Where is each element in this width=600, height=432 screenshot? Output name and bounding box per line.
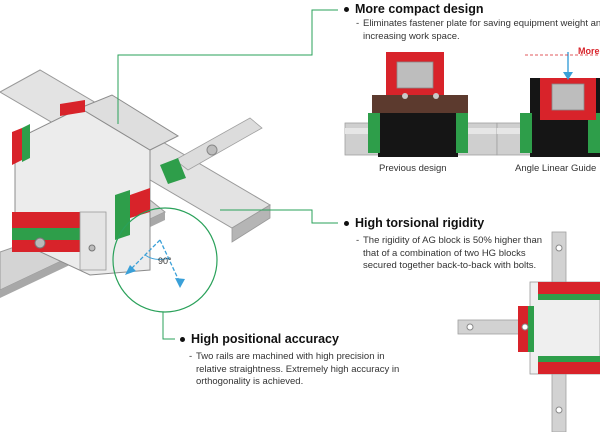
bullet-icon bbox=[344, 221, 349, 227]
caption-angle-guide: Angle Linear Guide bbox=[515, 163, 597, 174]
angle-90-label: 90° bbox=[158, 256, 172, 266]
bullet-icon bbox=[344, 7, 349, 13]
more-label: More bbox=[578, 46, 600, 56]
feature-title-compact: More compact design bbox=[344, 2, 484, 16]
dash-icon: - bbox=[356, 235, 360, 246]
feature-desc-compact: - Eliminates fastener plate for saving e… bbox=[356, 18, 600, 42]
angle-guide-image bbox=[496, 52, 600, 157]
feature-title-torsional: High torsional rigidity bbox=[344, 216, 484, 230]
feature-title-positional: High positional accuracy bbox=[180, 332, 339, 346]
torsional-rigidity-image bbox=[457, 231, 600, 432]
previous-design-image bbox=[344, 52, 498, 157]
dash-icon: - bbox=[189, 351, 193, 362]
caption-previous-design: Previous design bbox=[379, 163, 447, 174]
feature-desc-positional: - Two rails are machined with high preci… bbox=[189, 351, 400, 387]
feature-desc-torsional: - The rigidity of AG block is 50% higher… bbox=[356, 235, 543, 271]
dash-icon: - bbox=[356, 18, 360, 29]
bullet-icon bbox=[180, 337, 185, 343]
